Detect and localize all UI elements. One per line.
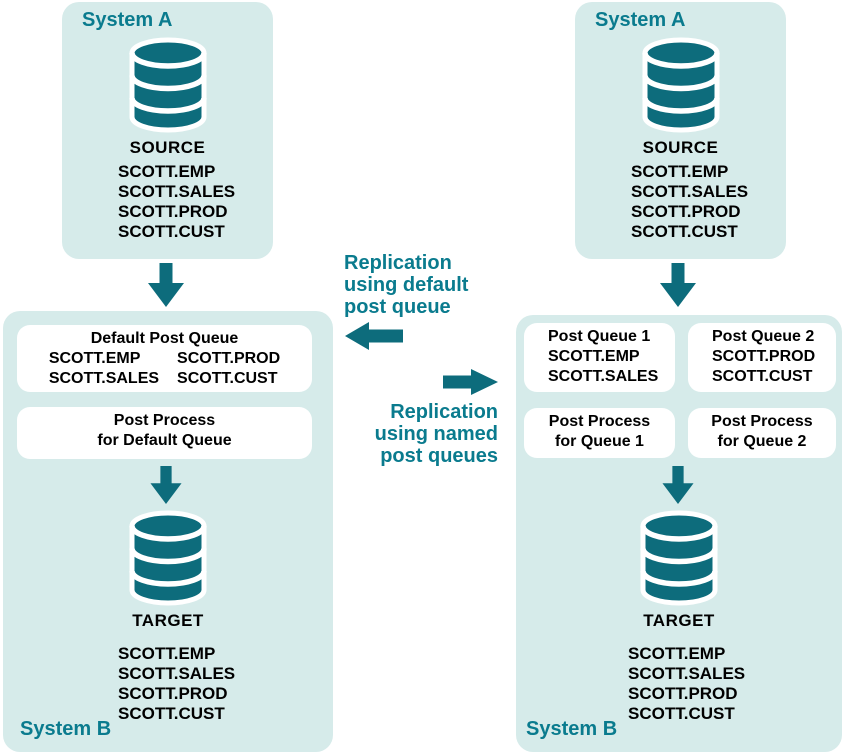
label-line: post queues (380, 445, 498, 467)
queue-table-column: SCOTT.PROD SCOTT.CUST (177, 349, 280, 389)
panel-title: System A (595, 9, 686, 31)
process-line: Post Process (113, 412, 216, 429)
table-list: SCOTT.EMP SCOTT.SALES SCOTT.PROD SCOTT.C… (628, 644, 745, 724)
table-name: SCOTT.EMP (548, 348, 640, 365)
post-process-2-box: Post Process for Queue 2 (688, 408, 836, 458)
db-role-label: SOURCE (129, 138, 206, 157)
db-role-label: TARGET (132, 611, 204, 630)
arrow-right-icon (443, 369, 498, 395)
process-line: for Queue 2 (717, 433, 807, 450)
table-name: SCOTT.PROD (631, 202, 741, 221)
table-name: SCOTT.SALES (118, 664, 236, 683)
process-line: for Default Queue (97, 432, 232, 449)
table-list: SCOTT.EMP SCOTT.SALES SCOTT.PROD SCOTT.C… (118, 162, 235, 242)
label-line: using named (374, 423, 498, 445)
panel-title: System B (20, 718, 112, 740)
panel-title: System B (526, 718, 618, 740)
label-line: using default (344, 274, 469, 296)
table-name: SCOTT.SALES (631, 182, 749, 201)
table-name: SCOTT.PROD (177, 350, 281, 367)
source-db-group: SOURCE (62, 36, 273, 158)
post-process-1-box: Post Process for Queue 1 (524, 408, 675, 458)
table-name: SCOTT.EMP (631, 162, 729, 181)
queue-box-title: Post Queue 1 (548, 328, 651, 345)
arrow-left-icon (345, 322, 403, 350)
table-name: SCOTT.PROD (118, 202, 228, 221)
process-line: Post Process (711, 413, 813, 430)
label-line: Replication (344, 252, 452, 274)
table-name: SCOTT.CUST (177, 370, 278, 387)
arrow-down-icon (150, 466, 182, 504)
table-name: SCOTT.PROD (628, 684, 738, 703)
database-icon (128, 37, 207, 133)
database-icon (641, 37, 720, 133)
arrow-down-icon (662, 466, 694, 504)
table-name: SCOTT.PROD (118, 684, 228, 703)
table-name: SCOTT.EMP (48, 350, 141, 367)
process-line: Post Process (548, 413, 651, 430)
queue-box-title: Post Queue 2 (712, 328, 815, 345)
table-name: SCOTT.EMP (628, 644, 726, 663)
table-list: SCOTT.EMP SCOTT.SALES SCOTT.PROD SCOTT.C… (631, 162, 748, 242)
panel-title: System A (82, 9, 173, 31)
post-queue-2-box: Post Queue 2 SCOTT.PROD SCOTT.CUST (688, 323, 836, 392)
process-line: for Queue 1 (555, 433, 644, 450)
table-name: SCOTT.CUST (628, 704, 735, 723)
queue-box-title: Default Post Queue (90, 330, 239, 347)
table-name: SCOTT.SALES (628, 664, 746, 683)
label-line: Replication (390, 401, 498, 423)
table-name: SCOTT.CUST (712, 368, 813, 385)
post-queue-1-box: Post Queue 1 SCOTT.EMP SCOTT.SALES (524, 323, 675, 392)
target-db-group: TARGET (3, 509, 333, 631)
target-db-group: TARGET (516, 509, 842, 631)
database-icon (129, 510, 207, 606)
table-name: SCOTT.EMP (118, 644, 216, 663)
label-line: post queue (344, 296, 451, 318)
queue-table-columns: SCOTT.EMP SCOTT.SALES SCOTT.PROD SCOTT.C… (17, 349, 312, 389)
source-db-group: SOURCE (575, 36, 786, 158)
table-name: SCOTT.EMP (118, 162, 216, 181)
replication-default-label: Replication using default post queue (344, 252, 468, 318)
default-post-queue-box: Default Post Queue SCOTT.EMP SCOTT.SALES… (17, 325, 312, 392)
system-b-panel-left: Default Post Queue SCOTT.EMP SCOTT.SALES… (3, 311, 333, 752)
table-name: SCOTT.SALES (118, 182, 236, 201)
table-name: SCOTT.CUST (118, 222, 225, 241)
replication-named-label: Replication using named post queues (340, 401, 498, 467)
system-a-panel-right: System A SOURCE SCOTT.EMP SCOTT.SALES SC… (575, 2, 786, 259)
database-icon (640, 510, 718, 606)
queue-table-column: SCOTT.EMP SCOTT.SALES (49, 349, 159, 389)
post-process-box: Post Process for Default Queue (17, 407, 312, 459)
table-name: SCOTT.SALES (548, 368, 659, 385)
table-name: SCOTT.SALES (48, 370, 160, 387)
arrow-down-icon (148, 263, 184, 307)
db-role-label: SOURCE (642, 138, 719, 157)
table-list: SCOTT.EMP SCOTT.SALES SCOTT.PROD SCOTT.C… (118, 644, 235, 724)
arrow-down-icon (660, 263, 696, 307)
table-name: SCOTT.PROD (712, 348, 816, 365)
db-role-label: TARGET (643, 611, 715, 630)
table-name: SCOTT.CUST (118, 704, 225, 723)
table-name: SCOTT.CUST (631, 222, 738, 241)
system-b-panel-right: Post Queue 1 SCOTT.EMP SCOTT.SALES Post … (516, 315, 842, 752)
system-a-panel-left: System A SOURCE SCOTT.EMP SCOTT.SALES SC… (62, 2, 273, 259)
